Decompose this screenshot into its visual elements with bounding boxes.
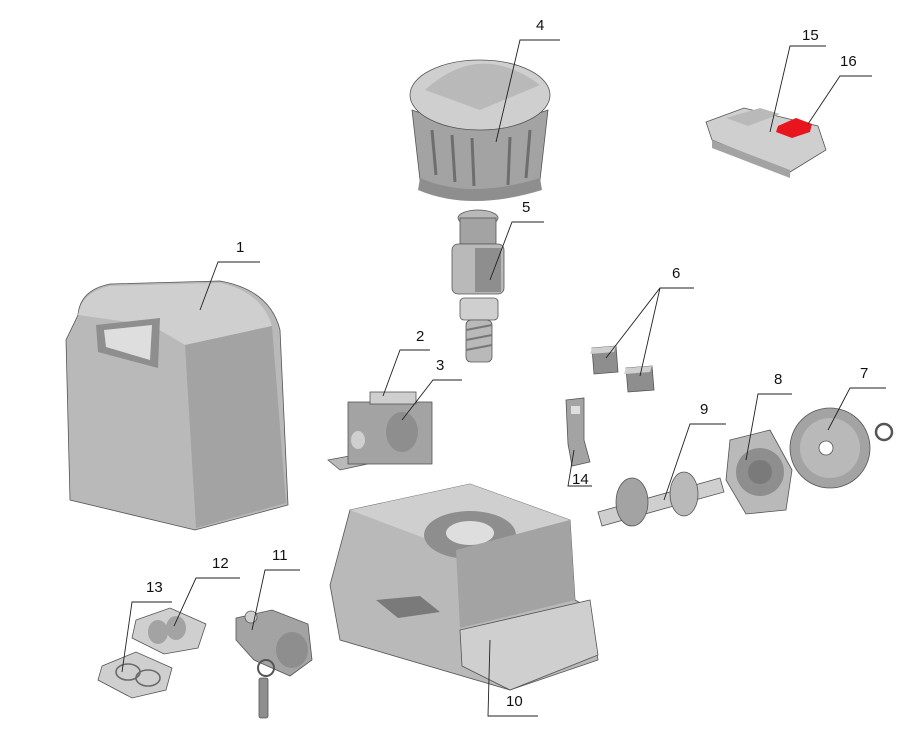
part-gear <box>789 407 894 489</box>
callout-9: 9 <box>700 401 708 418</box>
part-bearing-housing <box>725 429 793 515</box>
callout-1: 1 <box>236 239 244 256</box>
callout-4: 4 <box>536 17 544 34</box>
callout-10: 10 <box>506 693 523 710</box>
callout-2: 2 <box>416 328 424 345</box>
callout-labels: 1 2 3 4 5 6 7 8 9 10 11 12 13 14 15 16 <box>146 17 868 710</box>
part-brushes <box>590 345 655 393</box>
part-base <box>329 483 599 691</box>
callout-14: 14 <box>572 471 589 488</box>
part-lock <box>235 609 313 719</box>
part-drive-shaft <box>597 471 725 527</box>
callout-7: 7 <box>860 365 868 382</box>
part-clip <box>565 397 591 467</box>
callout-13: 13 <box>146 579 163 596</box>
part-cover <box>65 280 289 531</box>
part-magnets <box>131 607 207 655</box>
part-motor-cap <box>409 59 551 201</box>
callout-15: 15 <box>802 27 819 44</box>
callout-6: 6 <box>672 265 680 282</box>
callout-3: 3 <box>436 357 444 374</box>
part-magnet-plate <box>97 651 173 699</box>
red-module <box>776 118 812 138</box>
callout-11: 11 <box>272 547 288 564</box>
part-control-board <box>705 107 827 178</box>
callout-8: 8 <box>774 371 782 388</box>
part-electromagnet-bracket <box>327 391 433 471</box>
callout-5: 5 <box>522 199 530 216</box>
leader-lines <box>121 39 886 717</box>
callout-12: 12 <box>212 555 229 572</box>
part-motor-rotor <box>451 209 505 363</box>
callout-16: 16 <box>840 53 857 70</box>
